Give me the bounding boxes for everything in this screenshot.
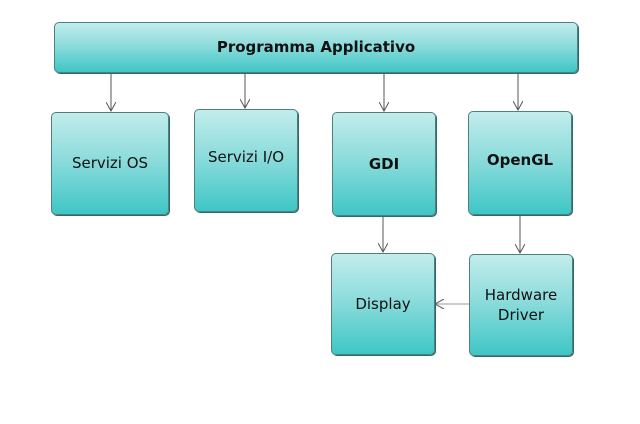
node-servizi-io[interactable]: Servizi I/O [194, 109, 298, 212]
node-servizi-os[interactable]: Servizi OS [51, 112, 169, 215]
node-label: Display [355, 294, 411, 313]
node-opengl[interactable]: OpenGL [468, 111, 572, 215]
node-label: GDI [368, 154, 400, 173]
node-label: OpenGL [486, 150, 554, 169]
node-label: Servizi OS [71, 154, 149, 173]
node-label: Programma Applicativo [216, 38, 416, 57]
node-gdi[interactable]: GDI [332, 112, 436, 216]
node-hardware-driver[interactable]: Hardware Driver [469, 254, 573, 356]
node-label: Servizi I/O [207, 148, 285, 167]
node-display[interactable]: Display [331, 253, 435, 355]
node-label: Hardware Driver [484, 285, 558, 324]
node-programma-applicativo[interactable]: Programma Applicativo [54, 22, 578, 73]
